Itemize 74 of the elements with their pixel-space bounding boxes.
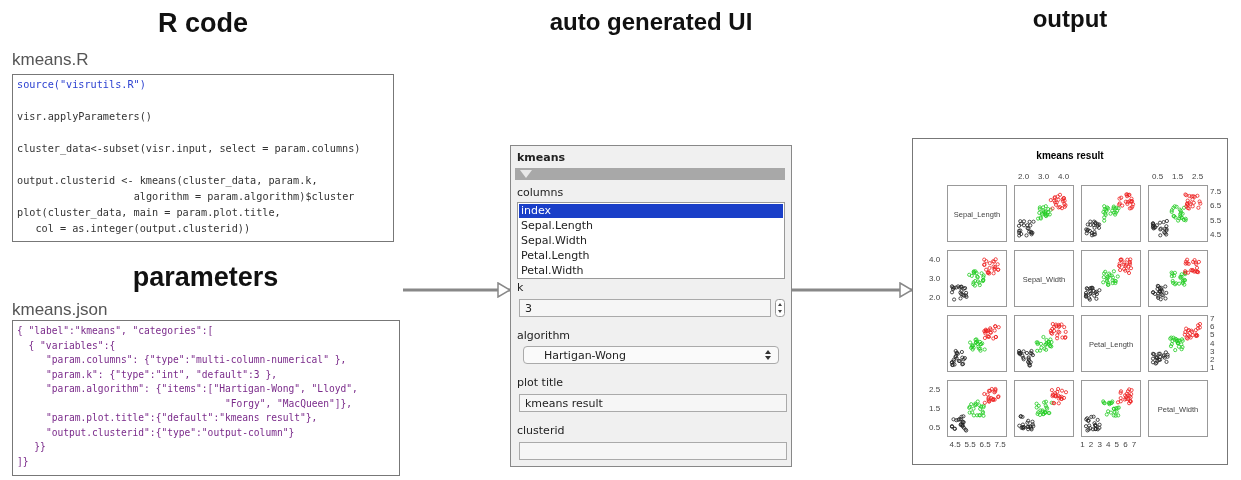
panel-title: kmeans — [517, 151, 566, 164]
axis-tick-label: 5.5 — [1210, 216, 1222, 225]
field-label: clusterid — [517, 424, 565, 437]
file-name: kmeans.json — [12, 300, 108, 320]
section-heading: auto generated UI — [548, 8, 754, 36]
axis-tick-label: 5 — [1114, 441, 1119, 449]
axis-tick-label: 0.5 — [1152, 173, 1164, 181]
axis-tick-label: 4 — [1210, 339, 1215, 348]
code-line: col = as.integer(output.clusterid)) — [35, 224, 251, 235]
axis-tick-label: 2.0 — [929, 293, 941, 302]
text-field: 3 — [519, 299, 771, 317]
code-line: { "label":"kmeans", "categories":[ — [17, 326, 214, 336]
axis-tick-label: 7.5 — [1210, 188, 1222, 197]
axis-tick-label: 7 — [1210, 315, 1215, 324]
section-heading: output — [1031, 5, 1109, 33]
axis-tick-label: 1.5 — [1172, 173, 1184, 181]
axis-tick-label: 7 — [1131, 441, 1137, 449]
list-item: Petal.Width — [520, 264, 585, 278]
code-line: algorithm = param.algorithm)$cluster — [133, 192, 355, 203]
axis-tick-label: 7.5 — [994, 441, 1006, 449]
axis-tick-label: 4 — [1106, 441, 1111, 449]
field-label: plot title — [517, 376, 564, 389]
plot-title: kmeans result — [1035, 150, 1105, 161]
code-line: { "variables":{ — [28, 340, 116, 351]
dropdown: Hartigan-Wong — [523, 346, 779, 364]
axis-tick-label: 6.5 — [1210, 202, 1222, 211]
code-line: "param.algorithm": {"items":["Hartigan-Wong", "Lloyd", — [45, 384, 358, 394]
text-field: kmeans result — [519, 394, 787, 412]
axis-tick-label: 4.0 — [1058, 173, 1070, 181]
code-line: "Forgy", "MacQueen"]}, — [225, 398, 353, 409]
selected-list-item: index — [519, 204, 783, 218]
axis-tick-label: 0.5 — [929, 423, 941, 432]
list-item: Sepal.Width — [520, 234, 588, 248]
code-line: visr.applyParameters() — [17, 112, 152, 123]
axis-tick-label: 5 — [1210, 331, 1215, 340]
axis-tick-label: 3.0 — [1038, 173, 1050, 181]
axis-tick-label: 3.0 — [929, 274, 941, 283]
axis-tick-label: 4.5 — [949, 441, 961, 449]
arrow — [792, 282, 913, 298]
list-item: Petal.Length — [520, 249, 591, 263]
code-line: "param.columns": {"type":"multi-column-numerical" }, — [45, 355, 347, 365]
axis-tick-label: 1 — [1210, 363, 1215, 372]
file-name: kmeans.R — [12, 50, 89, 70]
axis-tick-label: 1 — [1080, 441, 1085, 449]
axis-tick-label: 4.0 — [929, 255, 941, 264]
code-line: "param.plot.title":{"default":"kmeans result"}, — [45, 413, 318, 423]
axis-tick-label: 6 — [1210, 323, 1215, 332]
field-label: algorithm — [517, 329, 571, 342]
axis-tick-label: 4.5 — [1210, 230, 1222, 239]
code-line: ]} — [17, 456, 29, 467]
axis-tick-label: 5.5 — [964, 441, 976, 449]
axis-tick-label: 3 — [1097, 441, 1102, 449]
code-line: }} — [34, 442, 46, 452]
code-line: source("visrutils.R") — [17, 80, 146, 91]
code-line: output.clusterid <- kmeans(cluster_data, param.k, — [17, 176, 318, 187]
axis-tick-label: 6.5 — [979, 441, 991, 449]
axis-tick-label: 2 — [1088, 441, 1094, 449]
axis-tick-label: 6 — [1123, 441, 1128, 449]
field-label: columns — [517, 186, 564, 199]
axis-tick-label: 3 — [1210, 347, 1215, 356]
axis-tick-label: 2.0 — [1018, 173, 1030, 181]
code-line: plot(cluster_data, main = param.plot.title, — [17, 208, 281, 219]
axis-tick-label: 1.5 — [929, 404, 941, 413]
code-line: "param.k": {"type":"int", "default":3 }, — [45, 369, 277, 380]
code-line: cluster_data<-subset(visr.input, select = param.columns) — [17, 144, 361, 155]
code-line: "output.clusterid":{"type":"output-column"} — [45, 427, 295, 438]
list-item: Sepal.Length — [520, 219, 594, 233]
axis-tick-label: 2.5 — [929, 385, 941, 394]
section-heading: R code — [157, 8, 249, 39]
field-label: k — [517, 281, 524, 294]
section-heading: parameters — [131, 262, 280, 293]
axis-tick-label: 2 — [1210, 355, 1215, 364]
axis-tick-label: 2.5 — [1192, 173, 1204, 181]
arrow — [403, 282, 511, 298]
